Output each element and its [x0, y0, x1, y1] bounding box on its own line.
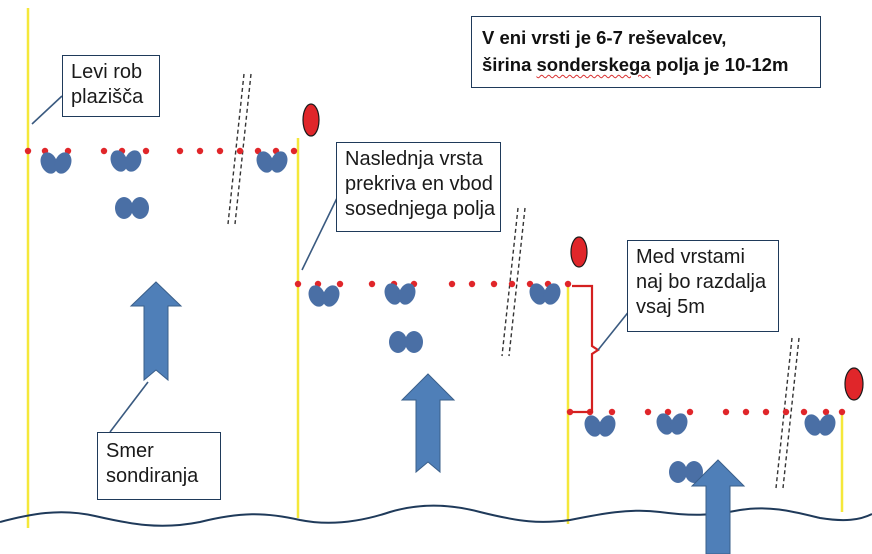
probe-dot [142, 147, 150, 155]
rescuers [40, 150, 836, 483]
rescuer-foot [124, 150, 142, 172]
callout-overlap: Naslednja vrsta prekriva en vbod sosednj… [336, 142, 501, 232]
rescuer-foot [384, 283, 402, 305]
rescuer-foot [389, 331, 407, 353]
callout-left-edge-line2: plazišča [71, 86, 144, 108]
rescuer-foot [40, 152, 58, 174]
marker-flags [302, 103, 864, 401]
rescuer-foot [115, 197, 133, 219]
callout-left-edge-line1: Levi rob [71, 61, 143, 83]
rescuer-foot [270, 151, 288, 173]
probe-dot [564, 280, 572, 288]
probe-dot [216, 147, 224, 155]
rescuer-foot [543, 283, 561, 305]
direction-arrow [400, 373, 456, 474]
probe-dot [368, 280, 376, 288]
rescuer-foot [110, 150, 128, 172]
dashed-line [508, 207, 526, 357]
info-line2-part1: širina [482, 54, 537, 75]
rescuer-foot [131, 197, 149, 219]
rescuer-foot [685, 461, 703, 483]
probe-dot [490, 280, 498, 288]
info-line2-part2: polja je 10-12m [650, 54, 789, 75]
probe-dot [236, 147, 244, 155]
boundary-lines [26, 8, 844, 528]
probe-dot [838, 408, 846, 416]
callout-direction-line2: sondiranja [106, 465, 199, 487]
probe-dot [508, 280, 516, 288]
probe-dot [722, 408, 730, 416]
dashed-separators [227, 73, 800, 489]
direction-arrow [690, 459, 746, 554]
probe-dot [100, 147, 108, 155]
probe-dot [664, 408, 672, 416]
callout-distance: Med vrstami naj bo razdalja vsaj 5m [627, 240, 779, 332]
probe-dot [822, 408, 830, 416]
probe-dot [644, 408, 652, 416]
probe-dots [24, 147, 846, 416]
probe-dot [566, 408, 574, 416]
rescuer-foot [670, 413, 688, 435]
callout-distance-line1: Med vrstami [636, 246, 745, 268]
probe-dot [448, 280, 456, 288]
rescuer-foot [598, 415, 616, 437]
rescuer-foot [584, 415, 602, 437]
probe-dot [468, 280, 476, 288]
probe-dot [294, 280, 302, 288]
rescuer-foot [804, 414, 822, 436]
callout-overlap-line2: prekriva en vbod [345, 173, 493, 195]
marker-flag [844, 367, 864, 401]
rescuer-foot [308, 285, 326, 307]
callout-direction-line1: Smer [106, 440, 154, 462]
rescuer-foot [669, 461, 687, 483]
rescuer-foot [398, 283, 416, 305]
direction-arrows [129, 281, 746, 554]
dashed-line [501, 207, 519, 357]
callout-overlap-line3: sosednjega polja [345, 198, 496, 220]
probe-dot [762, 408, 770, 416]
probe-dot [800, 408, 808, 416]
probe-dot [336, 280, 344, 288]
probe-dot [742, 408, 750, 416]
rescuer-foot [818, 414, 836, 436]
info-box: V eni vrsti je 6-7 reševalcev, širina so… [471, 16, 821, 88]
rescuer-foot [529, 283, 547, 305]
probe-dot [196, 147, 204, 155]
distance-bracket [572, 284, 600, 414]
callout-distance-line2: naj bo razdalja [636, 271, 767, 293]
info-line2-squiggle: sonderskega [536, 54, 651, 75]
info-line2: širina sonderskega polja je 10-12m [482, 51, 810, 78]
probe-dot [176, 147, 184, 155]
callout-distance-line3: vsaj 5m [636, 296, 705, 318]
rescuer-foot [656, 413, 674, 435]
rescuer-foot [54, 152, 72, 174]
ground-line [0, 504, 872, 527]
callout-left-edge: Levi rob plazišča [62, 55, 160, 117]
marker-flag [570, 236, 588, 268]
probe-dot [782, 408, 790, 416]
probe-dot [290, 147, 298, 155]
rescuer-foot [405, 331, 423, 353]
direction-arrow [129, 281, 183, 382]
rescuer-foot [322, 285, 340, 307]
info-line1: V eni vrsti je 6-7 reševalcev, [482, 27, 727, 48]
rescuer-foot [256, 151, 274, 173]
probe-dot [686, 408, 694, 416]
callout-leaders [31, 95, 631, 433]
marker-flag [302, 103, 320, 137]
probe-dot [608, 408, 616, 416]
dashed-line [234, 73, 252, 225]
callout-direction: Smer sondiranja [97, 432, 221, 500]
callout-overlap-line1: Naslednja vrsta [345, 148, 483, 170]
probe-dot [24, 147, 32, 155]
